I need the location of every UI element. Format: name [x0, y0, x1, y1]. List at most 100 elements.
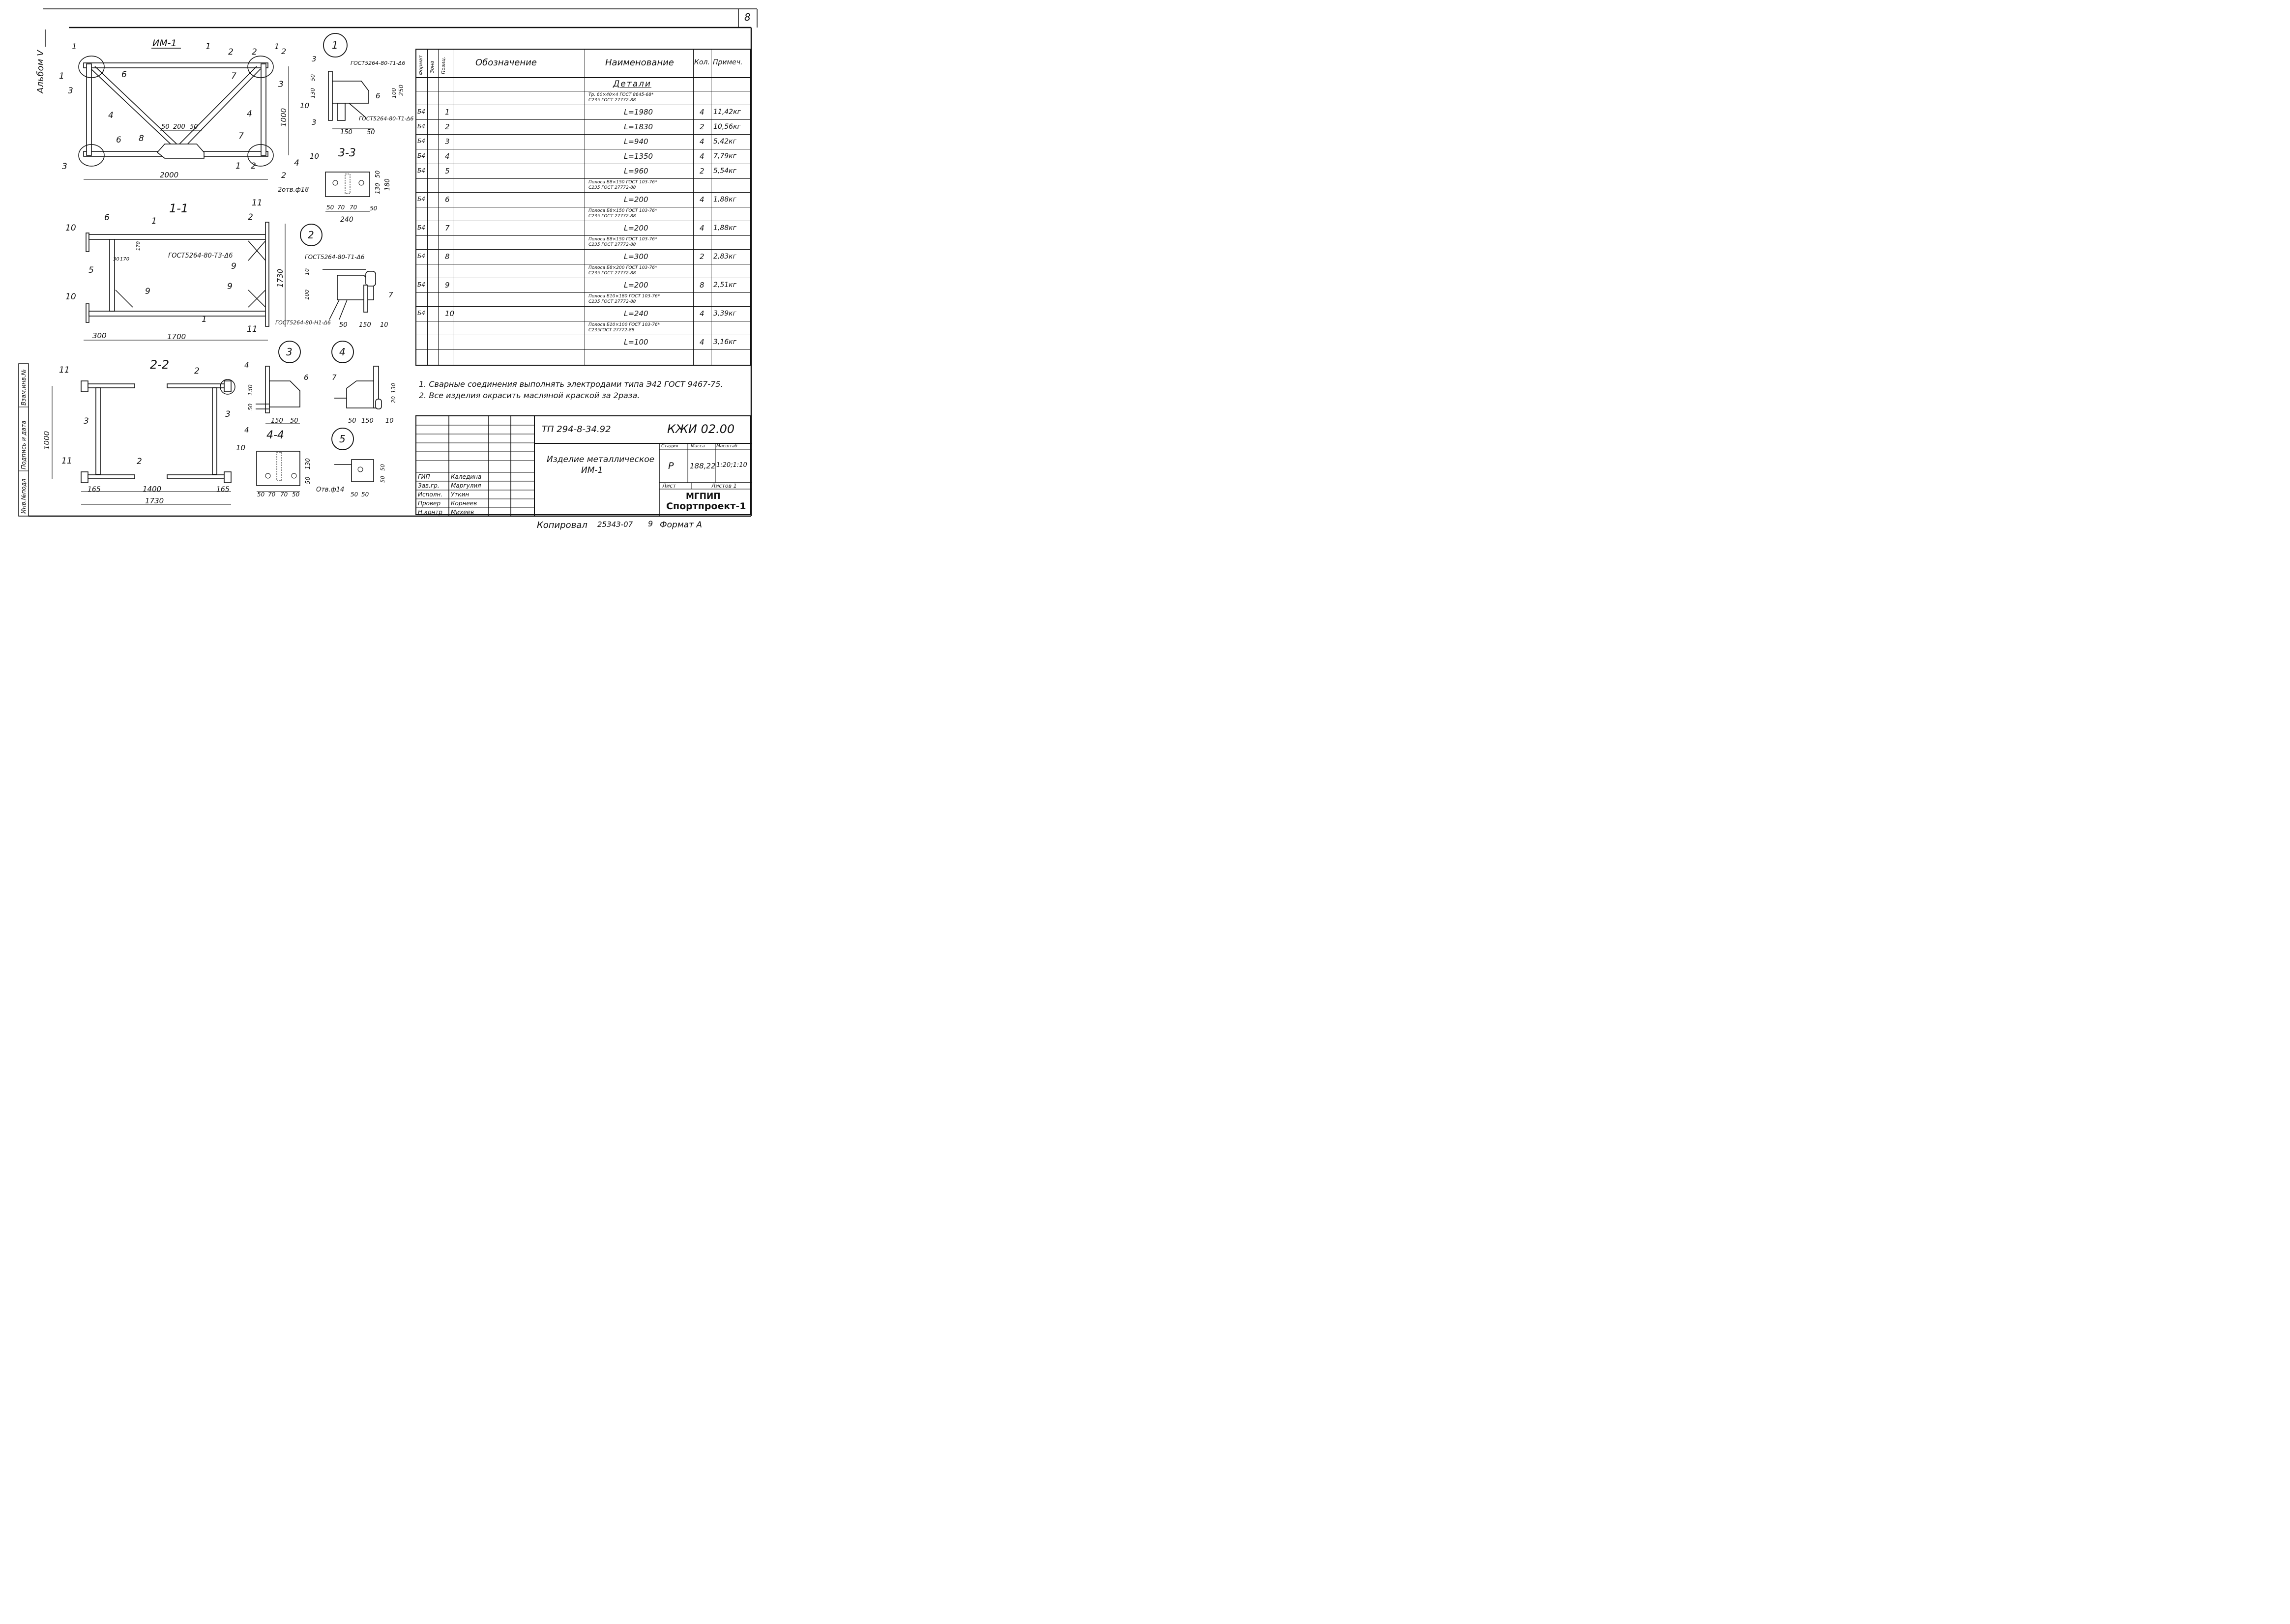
- row-position: 1: [445, 108, 450, 116]
- project-number: ТП 294-8-34.92: [542, 424, 611, 435]
- svg-text:50: 50: [247, 404, 254, 410]
- row-note: 11,42кг: [713, 108, 741, 116]
- row-position: 6: [445, 195, 450, 204]
- svg-text:100: 100: [391, 88, 397, 98]
- svg-text:1: 1: [235, 161, 241, 171]
- material-line-2: С235 ГОСТ 27772-88: [588, 242, 636, 247]
- main-length-dim: 2000: [160, 171, 178, 179]
- svg-text:1: 1: [274, 42, 279, 51]
- svg-text:2: 2: [281, 171, 286, 180]
- row-position: 2: [445, 122, 450, 131]
- svg-text:130: 130: [247, 384, 254, 396]
- section-3-3-title: 3-3: [338, 147, 356, 159]
- svg-text:3: 3: [286, 346, 293, 358]
- row-qty: 4: [700, 108, 705, 116]
- footer-format: Формат А: [660, 520, 703, 530]
- row-name: L=940: [624, 137, 648, 146]
- section-details: Детали: [613, 79, 651, 89]
- svg-text:1400: 1400: [143, 485, 161, 493]
- svg-text:50: 50: [339, 321, 348, 329]
- svg-text:130: 130: [390, 383, 397, 393]
- row-qty: 2: [700, 252, 705, 261]
- svg-text:3: 3: [84, 416, 89, 426]
- row-name: L=100: [624, 338, 648, 347]
- signature-role: Н.контр: [418, 509, 442, 516]
- specification-table: Формат Зона Позиц. Обозначение Наименова…: [415, 49, 751, 366]
- material-line-2: С235 ГОСТ 27772-88: [588, 271, 636, 276]
- row-qty: 8: [700, 281, 705, 290]
- svg-text:7: 7: [388, 290, 393, 299]
- signature-name: Маргулия: [451, 482, 481, 489]
- svg-text:50: 50: [292, 491, 300, 498]
- side-stamp: [18, 363, 29, 517]
- svg-text:Отв.ф14: Отв.ф14: [316, 486, 344, 493]
- row-qty: 4: [700, 309, 705, 318]
- row-name: L=1350: [624, 152, 653, 161]
- material-line-1: Полоса Б8×150 ГОСТ 103-76*: [588, 180, 657, 185]
- section-1-1-title: 1-1: [169, 202, 188, 215]
- svg-text:170: 170: [120, 257, 129, 262]
- material-line-2: С235 ГОСТ 27772-88: [588, 98, 636, 103]
- material-line-1: Полоса Б10×100 ГОСТ 103-76*: [588, 322, 660, 327]
- section-4-4-view: [256, 451, 300, 486]
- node-5-detail: [334, 459, 374, 482]
- section-4-4-title: 4-4: [266, 429, 284, 441]
- footer-num: 9: [648, 519, 653, 528]
- sheet-number: 8: [744, 11, 751, 23]
- item-name: Изделие металлическое: [547, 455, 655, 464]
- svg-text:1: 1: [202, 315, 207, 324]
- s11-overall-dim: 1730: [276, 269, 285, 288]
- row-qty: 4: [700, 338, 705, 347]
- svg-text:50: 50: [290, 417, 298, 425]
- row-position: 3: [445, 137, 450, 146]
- svg-text:70: 70: [268, 491, 276, 498]
- row-position: 4: [445, 152, 450, 161]
- svg-text:50: 50: [380, 476, 386, 483]
- svg-text:10: 10: [300, 101, 309, 110]
- row-format: Б4: [417, 196, 425, 203]
- weld-h1: ГОСТ5264-80-Н1-Δ6: [275, 319, 331, 326]
- row-note: 2,51кг: [713, 281, 736, 289]
- svg-text:3: 3: [225, 409, 231, 419]
- svg-text:9: 9: [231, 261, 236, 271]
- row-format: Б4: [417, 224, 425, 231]
- drawing-code: КЖИ 02.00: [667, 422, 735, 436]
- material-line-2: С235 ГОСТ 27772-88: [588, 185, 636, 190]
- material-line-1: Тр. 60×40×4 ГОСТ 8645-68*: [588, 92, 654, 97]
- svg-text:11: 11: [247, 324, 258, 334]
- row-separator: [416, 249, 750, 250]
- svg-text:10: 10: [385, 417, 394, 425]
- node-2-marker: [300, 224, 323, 246]
- svg-text:70: 70: [350, 204, 357, 211]
- material-line-2: С235 ГОСТ 27772-88: [588, 299, 636, 304]
- row-note: 2,83кг: [713, 253, 736, 261]
- svg-text:7: 7: [231, 71, 236, 81]
- svg-text:5: 5: [339, 433, 346, 445]
- svg-text:2: 2: [308, 229, 314, 241]
- row-separator: [416, 119, 750, 120]
- weld-t3: ГОСТ5264-80-Т3-Δ6: [168, 252, 233, 260]
- svg-text:10: 10: [310, 152, 319, 161]
- row-format: Б4: [417, 281, 425, 288]
- node-1-marker: [323, 33, 348, 58]
- svg-text:50: 50: [161, 123, 170, 131]
- node-3-marker: [278, 341, 301, 363]
- row-note: 7,79кг: [713, 152, 736, 160]
- node-1-detail: [328, 71, 369, 121]
- section-2-2-view: [81, 379, 235, 483]
- svg-text:10: 10: [304, 268, 310, 275]
- svg-text:9: 9: [145, 287, 150, 296]
- svg-text:70: 70: [337, 204, 345, 211]
- svg-text:50: 50: [348, 417, 356, 425]
- row-qty: 4: [700, 137, 705, 146]
- row-separator: [416, 178, 750, 179]
- row-name: L=300: [624, 252, 648, 261]
- row-name: L=240: [624, 309, 648, 318]
- row-note: 5,42кг: [713, 138, 736, 145]
- svg-text:50: 50: [374, 170, 381, 178]
- row-qty: 2: [700, 122, 705, 131]
- svg-text:7: 7: [238, 131, 244, 141]
- material-line-1: Полоса Б8×200 ГОСТ 103-76*: [588, 265, 657, 270]
- svg-text:300: 300: [92, 331, 107, 340]
- svg-text:7: 7: [332, 373, 337, 382]
